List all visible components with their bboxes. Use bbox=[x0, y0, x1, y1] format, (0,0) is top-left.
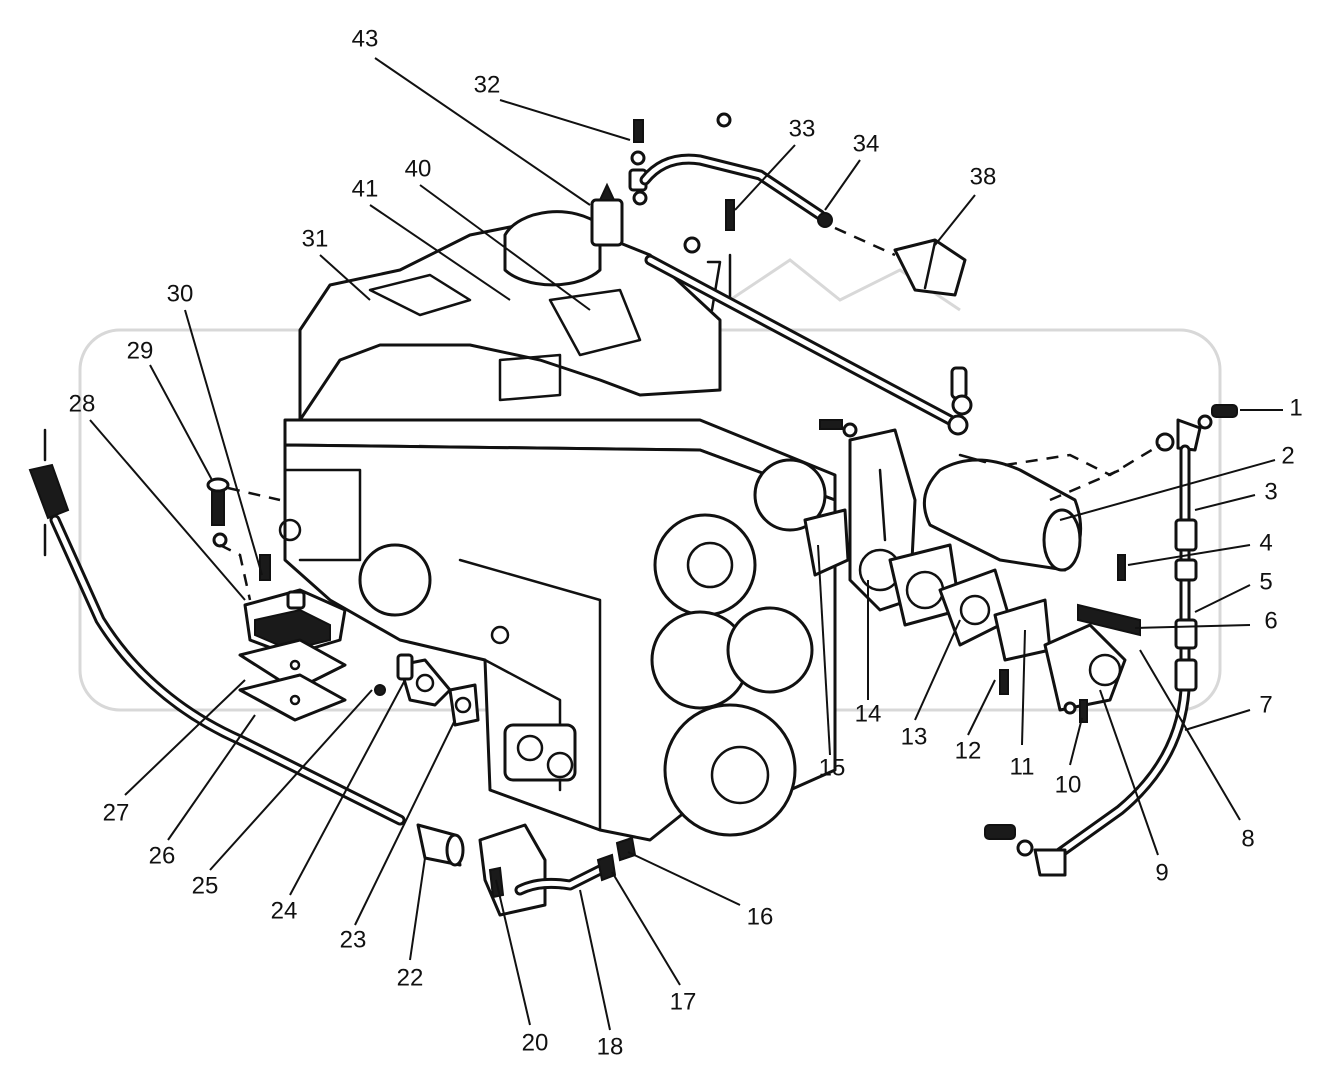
callout-3: 3 bbox=[1264, 478, 1277, 505]
callout-25: 25 bbox=[192, 872, 219, 899]
top-fittings bbox=[590, 112, 973, 436]
callout-28: 28 bbox=[69, 390, 96, 417]
callout-38: 38 bbox=[970, 163, 997, 190]
right-side-parts bbox=[803, 404, 1238, 877]
callout-1: 1 bbox=[1289, 394, 1302, 421]
callout-32: 32 bbox=[474, 71, 501, 98]
callout-27: 27 bbox=[103, 799, 130, 826]
callout-22: 22 bbox=[397, 964, 424, 991]
callout-4: 4 bbox=[1259, 529, 1272, 556]
callout-14: 14 bbox=[855, 700, 882, 727]
callout-34: 34 bbox=[853, 130, 880, 157]
callout-9: 9 bbox=[1155, 859, 1168, 886]
callout-13: 13 bbox=[901, 723, 928, 750]
callout-11: 11 bbox=[1010, 753, 1035, 780]
callout-30: 30 bbox=[167, 280, 194, 307]
callout-5: 5 bbox=[1259, 568, 1272, 595]
callout-41: 41 bbox=[352, 175, 379, 202]
gearbox-housing bbox=[278, 210, 837, 842]
left-side-parts bbox=[28, 428, 637, 917]
callout-43: 43 bbox=[352, 25, 379, 52]
callout-31: 31 bbox=[302, 225, 329, 252]
callout-40: 40 bbox=[405, 155, 432, 182]
callout-10: 10 bbox=[1055, 771, 1082, 798]
callout-18: 18 bbox=[597, 1033, 624, 1060]
callout-17: 17 bbox=[670, 988, 697, 1015]
callout-24: 24 bbox=[271, 897, 298, 924]
callout-12: 12 bbox=[955, 737, 982, 764]
callout-20: 20 bbox=[522, 1029, 549, 1056]
callout-29: 29 bbox=[127, 337, 154, 364]
callout-6: 6 bbox=[1264, 607, 1277, 634]
callout-33: 33 bbox=[789, 115, 816, 142]
callout-labels: 43 32 33 34 38 40 41 31 30 29 28 1 2 3 4… bbox=[69, 25, 1303, 1060]
leader-lines bbox=[89, 57, 1283, 1031]
callout-16: 16 bbox=[747, 903, 774, 930]
callout-2: 2 bbox=[1281, 442, 1294, 469]
callout-15: 15 bbox=[819, 754, 846, 781]
callout-26: 26 bbox=[149, 842, 176, 869]
callout-8: 8 bbox=[1241, 825, 1254, 852]
callout-23: 23 bbox=[340, 926, 367, 953]
callout-7: 7 bbox=[1259, 691, 1272, 718]
